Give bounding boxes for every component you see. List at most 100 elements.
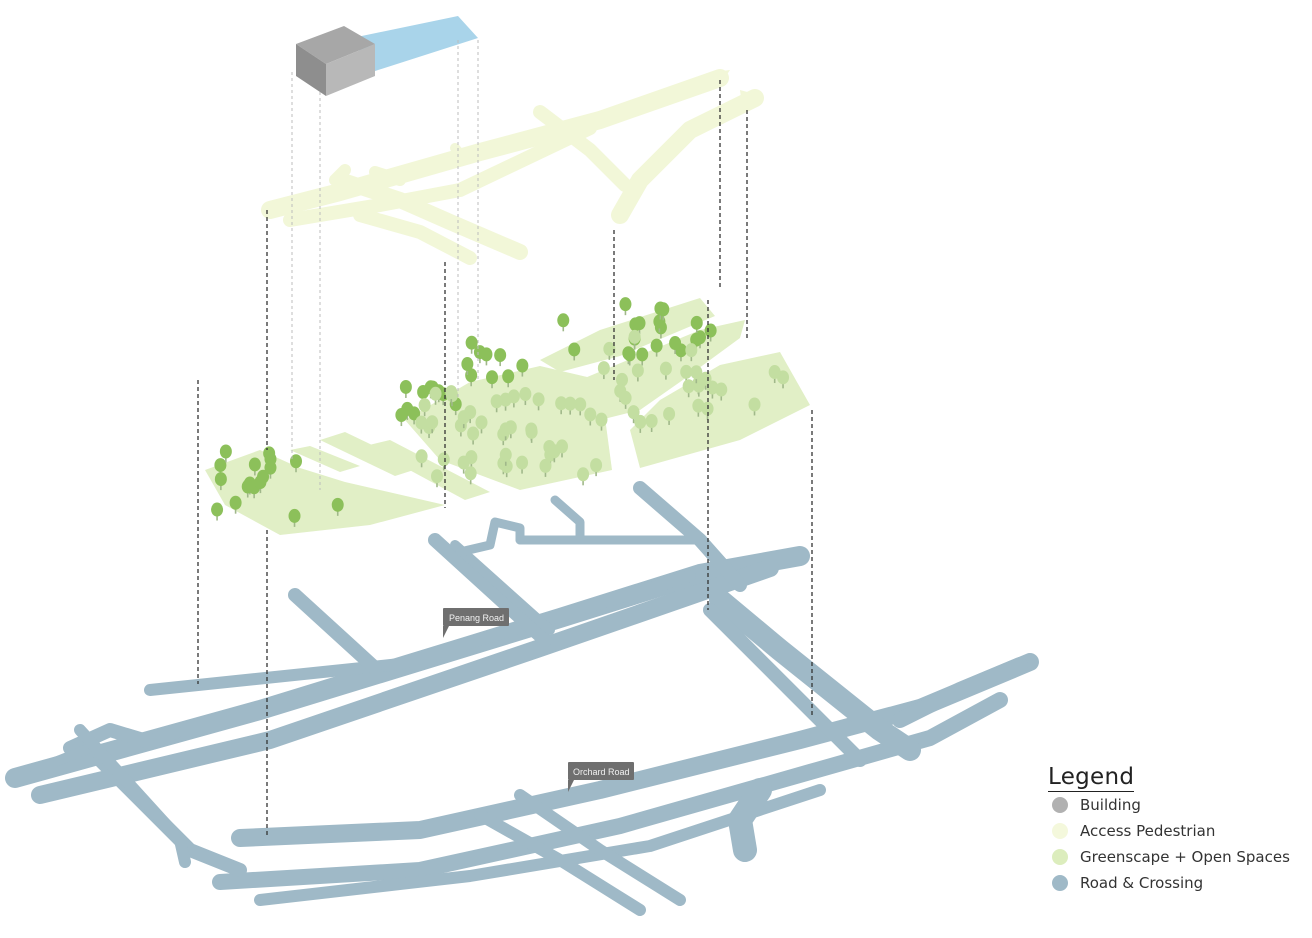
road-east-diagonal [709,589,921,761]
road-south-cross-2 [514,789,686,906]
tree-icon [395,408,408,427]
pedestrian-stub-west [329,164,406,186]
tree-icon [457,410,470,429]
tree-icon [473,345,486,364]
tree-icon [248,457,261,476]
tree-icon [288,508,301,527]
tree-canopy [211,297,790,527]
legend-item-building: Building [1052,792,1310,818]
tree-icon [429,386,442,405]
tree-icon [574,397,587,416]
tree-icon [461,357,474,376]
building-layer [296,16,478,96]
pedestrian-diagonal [533,105,632,192]
tree-icon [211,502,224,521]
tree-icon [690,315,703,334]
projection-lines-light [291,40,479,490]
legend-item-access-pedestrian: Access Pedestrian [1052,818,1310,844]
road-far-east [892,657,1028,728]
tree-icon [548,444,561,463]
tree-icon [663,406,676,425]
tree-icon [219,444,232,463]
tree-icon [555,396,568,415]
building-right [326,44,375,96]
pedestrian-arrow-east [740,90,762,106]
road-crossing-layer [5,481,1039,916]
tree-icon [214,472,227,491]
tree-icon [539,458,552,477]
green-plot-east [630,352,810,468]
tree-icon [680,364,693,383]
tree-icon [500,459,513,478]
tree-icon [653,314,666,333]
tree-icon [628,329,641,348]
legend-label-access-pedestrian: Access Pedestrian [1080,822,1216,840]
road-spur-west [288,588,382,675]
tree-icon [415,415,428,434]
tree-icon [254,475,267,494]
tree-icon [229,495,242,514]
tree-icon [516,455,529,474]
tree-icon [465,368,478,387]
tree-icon [426,415,439,434]
tree-icon [415,449,428,468]
green-strip-b [320,432,420,476]
legend-label-building: Building [1080,796,1141,814]
greenscape-layer [205,298,810,535]
tree-icon [627,405,640,424]
tree-icon [682,379,695,398]
tree-icon [590,458,603,477]
road-north-network [455,495,585,557]
legend-label-road-crossing: Road & Crossing [1080,874,1204,892]
tree-icon [631,363,644,382]
tree-icon [657,302,670,321]
tree-icon [768,365,781,384]
tree-icon [465,335,478,354]
greenscape-swatch-icon [1052,849,1068,865]
road-orchard-south [212,692,1008,890]
pedestrian-link-south-2 [353,208,477,265]
tree-icon [290,454,303,473]
tree-icon [603,341,616,360]
access-pedestrian-layer [261,69,764,265]
tree-icon [692,398,705,417]
road-west-stub [30,741,100,775]
road-label-penang: Penang Road [443,608,509,638]
tree-icon [685,343,698,362]
tree-icon [494,348,507,367]
road-label-orchard-text: Orchard Road [573,767,630,777]
building-top [296,26,375,64]
tree-icon [704,323,717,342]
tree-icon [557,313,570,332]
tree-icon [636,347,649,366]
legend-title: Legend [1048,764,1135,792]
tree-icon [564,396,577,415]
tree-icon [331,497,344,516]
tree-icon [669,336,682,355]
road-swatch-icon [1052,875,1068,891]
tree-icon [748,397,761,416]
building-left [296,44,326,96]
tree-icon [577,467,590,486]
tree-icon [619,297,632,316]
legend-label-greenscape: Greenscape + Open Spaces [1080,848,1290,866]
road-label-penang-text: Penang Road [449,613,504,623]
tree-icon [437,452,450,471]
pedestrian-link-south [332,172,528,260]
pedestrian-arrow-north [714,70,730,82]
road-label-orchard: Orchard Road [568,762,634,792]
tree-icon [650,338,663,357]
pedestrian-secondary [283,121,597,227]
tree-icon [623,347,636,366]
green-plot-north [540,298,715,372]
tree-icon [715,382,728,401]
road-east-curve [728,778,772,862]
tree-icon [525,424,538,443]
pedestrian-main-spine [261,69,729,219]
tree-icon [445,385,458,404]
road-south-cross [474,809,646,916]
tree-icon [499,447,512,466]
road-southwest-diagonal-2 [74,724,191,868]
pedestrian-swatch-icon [1052,823,1068,839]
